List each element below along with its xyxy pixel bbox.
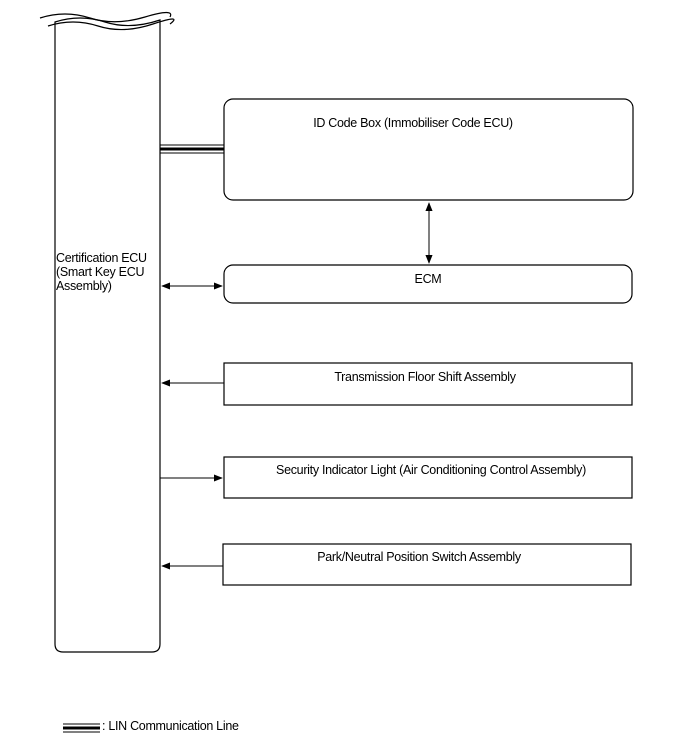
certification-ecu-label-line-3: Assembly) [56,279,112,293]
id-code-box-label: ID Code Box (Immobiliser Code ECU) [313,116,513,130]
certification-ecu-box [39,11,175,653]
lin-communication-line [160,144,224,154]
transmission-box [223,362,633,406]
certification-ecu-label-line-1: Certification ECU [56,251,147,265]
park-neutral-box [222,543,632,586]
ecm-label: ECM [415,272,442,286]
legend-lin-label: : LIN Communication Line [102,719,239,733]
torn-edge-line-2 [47,18,175,31]
transmission-label: Transmission Floor Shift Assembly [334,370,516,384]
security-light-box [223,456,633,499]
park-neutral-label: Park/Neutral Position Switch Assembly [317,550,522,564]
certification-ecu-label-line-2: (Smart Key ECU [56,265,144,279]
security-light-label: Security Indicator Light (Air Conditioni… [276,463,586,477]
ecm-box [223,264,633,304]
torn-edge-line [39,11,172,23]
legend-lin-symbol [63,723,100,733]
id-code-box [223,98,634,201]
